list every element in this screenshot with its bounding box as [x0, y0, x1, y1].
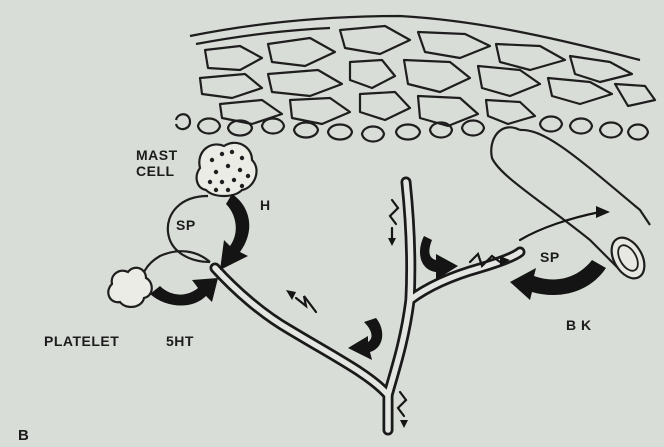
basal-cell: [570, 119, 592, 134]
platelet-label: PLATELET: [44, 333, 119, 349]
impulse-zigzag: [296, 296, 316, 312]
basal-cell: [396, 125, 420, 140]
vessel-opening: [605, 232, 651, 284]
impulse-arrowhead: [388, 238, 396, 246]
basal-cell: [228, 121, 252, 136]
epidermal-cell: [570, 56, 632, 82]
impulse-arrowhead: [286, 290, 296, 300]
vessel-wall-upper: [520, 130, 650, 225]
basal-cell: [628, 125, 648, 140]
basal-cell: [262, 119, 284, 134]
basal-cell: [176, 114, 190, 129]
mast-cell-label-line1: MAST: [136, 147, 178, 163]
epidermal-cell: [496, 44, 565, 70]
basal-cell: [294, 123, 318, 138]
serotonin-arrow: [150, 278, 218, 306]
epidermal-cell: [200, 74, 262, 98]
epidermal-cell: [360, 92, 410, 120]
bradykinin-arrow: [510, 260, 606, 300]
substance-p-label-left: SP: [176, 217, 196, 233]
epidermal-cell: [268, 38, 335, 66]
epidermal-cell: [418, 32, 490, 58]
skin-surface-line: [190, 16, 640, 60]
epidermal-cell: [205, 46, 262, 70]
nerve-fiber: [215, 182, 520, 430]
panel-letter: B: [18, 427, 29, 444]
mast-cell-body: [197, 143, 257, 196]
mast-cell-label-line2: CELL: [136, 163, 175, 179]
impulse-zigzag: [390, 200, 398, 224]
basal-cell: [462, 121, 484, 136]
epidermal-cell: [220, 100, 282, 124]
basal-cell: [540, 117, 562, 132]
mast-cell: [197, 143, 257, 196]
epidermal-cell: [486, 100, 535, 124]
bradykinin-label: B K: [566, 317, 592, 333]
basal-cell: [198, 119, 220, 134]
nerve-terminal-loop: [142, 196, 210, 286]
impulse-markers: [286, 200, 510, 428]
platelet-cell: [108, 268, 151, 307]
histamine-label: H: [260, 197, 271, 213]
basal-cell: [600, 123, 622, 138]
impulse-arrowhead: [400, 420, 408, 428]
serotonin-label: 5HT: [166, 333, 194, 349]
epidermis-layer: [176, 16, 655, 142]
epidermal-cell: [615, 84, 655, 106]
epidermal-cell: [404, 60, 470, 92]
impulse-zigzag: [398, 392, 406, 416]
substance-p-label-right: SP: [540, 249, 560, 265]
epidermal-cell: [340, 26, 410, 54]
curved-arrow: [348, 318, 382, 360]
basal-cell: [328, 125, 352, 140]
epidermal-cell: [350, 60, 395, 88]
basal-cell: [362, 127, 384, 142]
epidermal-cell: [290, 98, 350, 124]
sp-to-vessel-arrowhead: [596, 206, 610, 218]
histamine-arrow: [220, 194, 249, 270]
epidermal-cell: [268, 70, 342, 96]
